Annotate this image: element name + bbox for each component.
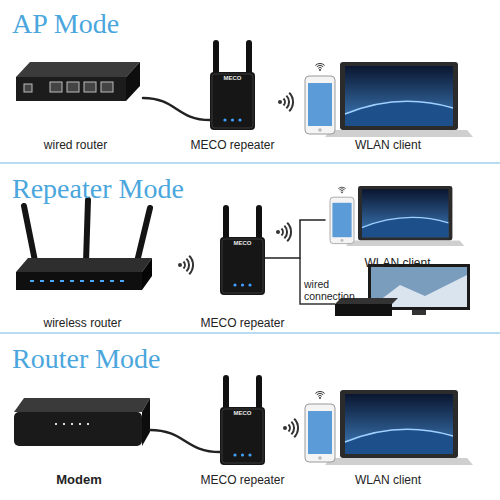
device-caption: wireless router: [43, 316, 121, 330]
mode-band: AP Modewired routerMECO repeaterWLAN cli…: [0, 0, 500, 163]
client-illustration: [330, 186, 464, 246]
tv-illustration: [335, 264, 470, 316]
device-node: Modem: [8, 392, 150, 487]
cable-connector: [150, 430, 220, 452]
brand-logo: MECO: [220, 410, 265, 417]
tv-box-front: [335, 304, 392, 316]
mode-heading: Router Mode: [12, 343, 161, 375]
device-node: MECO repeater: [210, 36, 255, 152]
mode-heading: Repeater Mode: [12, 173, 184, 205]
status-leds: [55, 423, 95, 425]
device-caption: MECO repeater: [190, 138, 274, 152]
mode-band: Repeater Mode wireless router MECO repeate…: [0, 165, 500, 333]
repeater-illustration: [210, 40, 255, 130]
device-node: wireless router: [10, 198, 155, 330]
router-front: [16, 272, 142, 290]
device-caption: WLAN client: [355, 473, 421, 487]
modem-top: [14, 398, 150, 412]
device-node: wired router: [8, 55, 143, 152]
mode-band: Router ModeModemMECO repeaterWLAN client: [0, 335, 500, 500]
link-connector: [265, 220, 325, 258]
ethernet-port: [101, 82, 113, 92]
repeater-illustration: [220, 205, 265, 295]
modem-front: [14, 412, 142, 446]
cable-connector: [143, 98, 210, 120]
repeater-illustration: [220, 375, 265, 465]
device-caption: WLAN client: [364, 256, 430, 270]
section-divider: [0, 162, 500, 164]
section-divider: [0, 332, 500, 334]
connection-label: wired connection: [304, 278, 360, 302]
wifi-symbol: [276, 223, 291, 241]
router-side: [142, 258, 152, 290]
device-caption: WLAN client: [355, 138, 421, 152]
device-caption: Modem: [56, 473, 102, 487]
wifi-symbol: [178, 256, 193, 274]
tv-stand: [412, 310, 426, 315]
brand-logo: MECO: [220, 240, 265, 247]
router-top: [16, 62, 140, 77]
device-node: WLAN client: [302, 385, 474, 487]
modem-illustration: [14, 398, 150, 446]
device-node: WLAN client: [302, 60, 474, 152]
router-top: [16, 258, 152, 272]
router-side: [126, 62, 140, 101]
device-caption: wired router: [44, 138, 107, 152]
wifi-symbol: [283, 419, 298, 437]
wifi-symbol: [278, 93, 293, 111]
router-front: [16, 77, 126, 101]
mode-heading: AP Mode: [12, 8, 119, 40]
modem-side: [142, 398, 150, 446]
ethernet-port: [67, 82, 79, 92]
ethernet-port: [50, 82, 62, 92]
wireless-router-illustration: [16, 200, 152, 290]
brand-logo: MECO: [210, 75, 255, 82]
ethernet-port: [24, 84, 32, 92]
router-antenna: [24, 200, 150, 266]
client-illustration: [305, 390, 473, 465]
device-node: MECO repeater: [220, 372, 265, 487]
wired-router-illustration: [16, 62, 140, 101]
device-node: WLAN client: [325, 186, 470, 270]
status-leds: [30, 280, 128, 282]
device-caption: MECO repeater: [200, 473, 284, 487]
client-illustration: [305, 62, 473, 137]
device-node: MECO repeater: [220, 200, 265, 330]
ethernet-port: [84, 82, 96, 92]
device-caption: MECO repeater: [200, 316, 284, 330]
